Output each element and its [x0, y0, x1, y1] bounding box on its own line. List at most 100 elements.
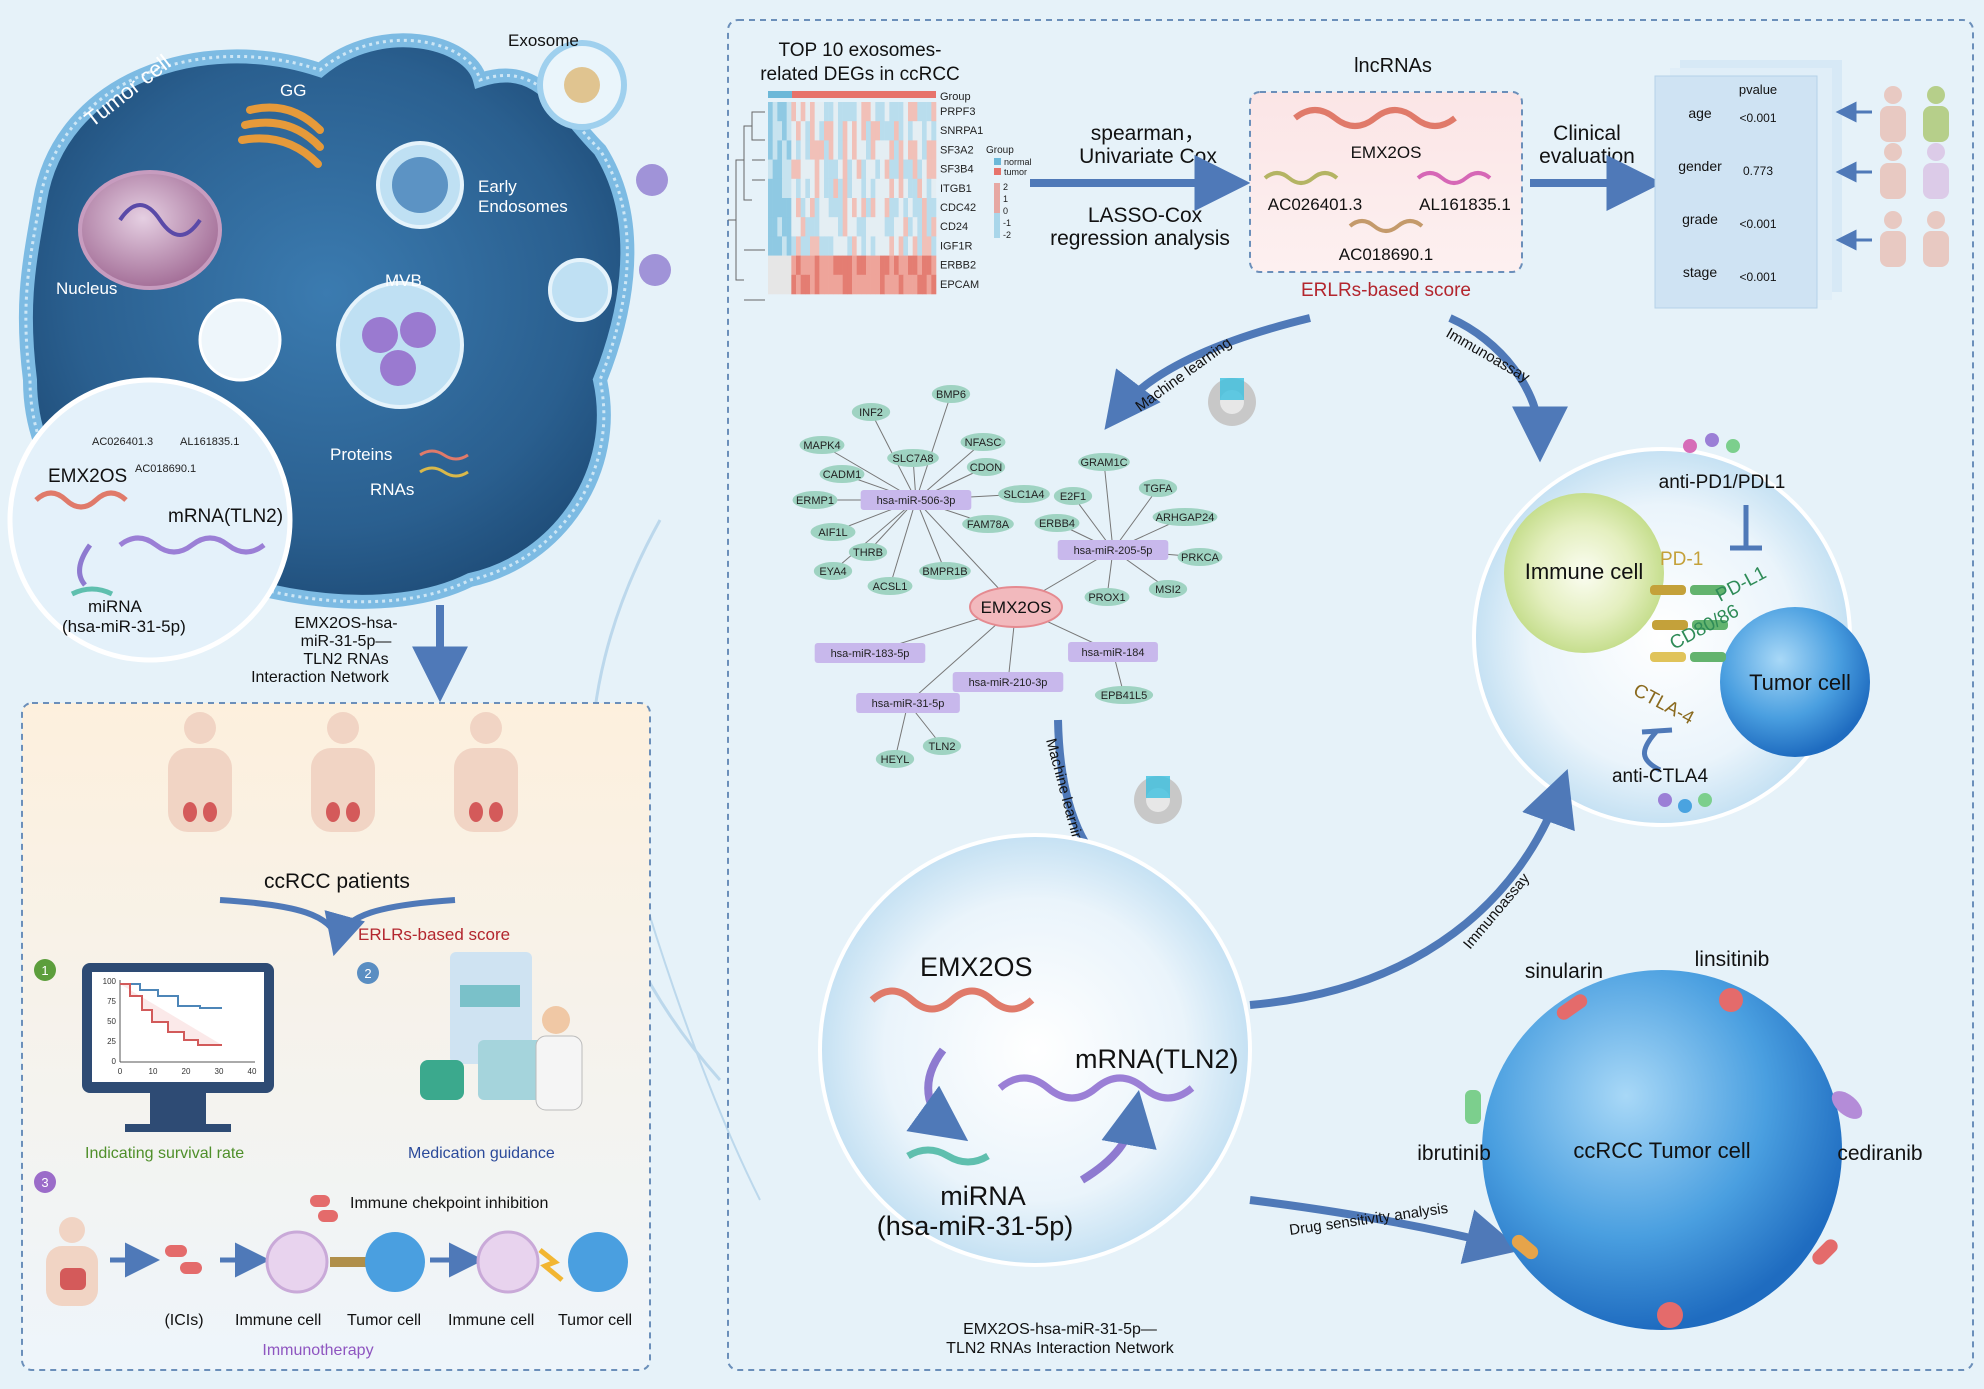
- caption-line: Interaction Network: [251, 669, 390, 686]
- heatmap-cell: [828, 217, 834, 237]
- heatmap-cell: [796, 102, 801, 122]
- mirna-node-label: hsa-miR-506-3p: [877, 495, 956, 507]
- heatmap-cell: [828, 178, 834, 199]
- gene-node-label: BMP6: [936, 389, 966, 401]
- immune-cell-label: Immune cell: [235, 1312, 321, 1329]
- heatmap-cell: [908, 159, 913, 180]
- rna-mirna-name: (hsa-miR-31-5p): [877, 1211, 1074, 1241]
- heatmap-cell: [908, 121, 913, 141]
- patients-label: ccRCC patients: [264, 870, 410, 893]
- heatmap-cell: [884, 178, 890, 199]
- lncrna-title: lncRNAs: [1354, 55, 1432, 77]
- heatmap-cell: [889, 121, 895, 141]
- x-tick: 10: [149, 1067, 158, 1076]
- gene-label: PRPF3: [940, 106, 975, 118]
- gene-node: [813, 562, 853, 580]
- heatmap-cell: [786, 255, 792, 276]
- heatmap-cell: [870, 159, 876, 180]
- lncrna-strand-icon: [34, 490, 128, 510]
- gene-node-label: NFASC: [965, 437, 1002, 449]
- gene-node-label: EYA4: [819, 566, 846, 578]
- clinical-panel-frame: [21, 702, 651, 1371]
- panel-score-label: ERLRs-based score: [358, 925, 510, 944]
- legend-title: Group: [986, 145, 1014, 156]
- small-exosome: [636, 164, 668, 196]
- heatmap-cell: [805, 198, 811, 218]
- curved-arrow: [77, 543, 93, 587]
- group-bar: [768, 91, 936, 98]
- heatmap-cell: [772, 140, 778, 160]
- heatmap-cell: [894, 178, 899, 199]
- heatmap-cell: [922, 255, 927, 276]
- curved-arrow: [1079, 1089, 1157, 1184]
- heatmap-cell: [856, 236, 862, 256]
- heatmap-cell: [852, 198, 857, 218]
- heatmap-cell: [800, 121, 806, 141]
- heatmap-cell: [870, 274, 876, 295]
- heatmap-cell: [819, 236, 825, 256]
- gene-node: [966, 458, 1006, 476]
- heatmap-cell: [903, 140, 909, 160]
- heatmap-cell: [810, 159, 815, 180]
- heatmap-cell: [866, 140, 871, 160]
- heatmap-cell: [810, 274, 815, 295]
- heatmap-cell: [917, 198, 923, 218]
- capsule-icon: [165, 1245, 202, 1274]
- heatmap-cell: [768, 159, 773, 180]
- method-regression: regression analysis: [1050, 227, 1230, 250]
- mrna-strand-icon: [118, 535, 266, 555]
- gene-node-label: TLN2: [929, 741, 956, 753]
- heatmap-cell: [875, 121, 881, 141]
- gene-node-label: ARHGAP24: [1156, 512, 1215, 524]
- pvalue-header: pvalue: [1739, 82, 1777, 97]
- heatmap-cell: [856, 140, 862, 160]
- heatmap-cell: [838, 140, 843, 160]
- heatmap-cell: [884, 140, 890, 160]
- heatmap-cell: [847, 274, 853, 295]
- heatmap-cell: [898, 198, 904, 218]
- heatmap-cell: [856, 274, 862, 295]
- immunotherapy-caption: Immunotherapy: [262, 1342, 373, 1359]
- heatmap-cell: [926, 140, 932, 160]
- inset-ac018690: AC018690.1: [135, 463, 196, 475]
- heatmap-cell: [805, 121, 811, 141]
- heatmap-cell: [824, 140, 829, 160]
- rna-sphere: [818, 833, 1252, 1267]
- heatmap-cell: [889, 236, 895, 256]
- rna-strand-icon: [419, 466, 469, 478]
- heatmap-cell: [917, 274, 923, 295]
- gene-node: [887, 449, 939, 467]
- heatmap-cell: [819, 255, 825, 276]
- heatmap-cell: [833, 274, 839, 295]
- heatmap-cell: [894, 217, 899, 237]
- heatmap-cell: [922, 121, 927, 141]
- drug-dot: [1705, 433, 1719, 447]
- inset-mrna: mRNA(TLN2): [168, 506, 283, 527]
- heatmap-cell: [819, 102, 825, 122]
- heatmap-cell: [796, 121, 801, 141]
- network-edge: [915, 393, 952, 501]
- lncrna-box: lncRNAs EMX2OS AC026401.3 AL161835.1 AC0…: [1249, 55, 1523, 301]
- gene-node: [867, 577, 913, 595]
- heatmap-cell: [912, 255, 918, 276]
- center-node: [969, 586, 1063, 628]
- heatmap-cell: [875, 140, 881, 160]
- gene-node: [962, 515, 1014, 533]
- immune-cell-icon: [476, 1230, 540, 1294]
- heatmap-cell: [884, 236, 890, 256]
- heatmap-cell: [926, 159, 932, 180]
- heatmap-cell: [810, 255, 815, 276]
- capsule-icon: [310, 1195, 338, 1222]
- lncrna-ac026401: AC026401.3: [1268, 195, 1363, 214]
- heatmap-cell: [814, 255, 820, 276]
- heatmap-cell: [912, 102, 918, 122]
- heatmap-cell: [768, 121, 773, 141]
- gene-node: [1152, 508, 1218, 526]
- heatmap-cell: [875, 274, 881, 295]
- heatmap-cell: [866, 274, 871, 295]
- heatmap-cell: [777, 178, 783, 199]
- heatmap-cell: [786, 217, 792, 237]
- badge-3: [34, 1171, 56, 1193]
- heatmap-cell: [889, 274, 895, 295]
- heatmap-cell: [931, 198, 937, 218]
